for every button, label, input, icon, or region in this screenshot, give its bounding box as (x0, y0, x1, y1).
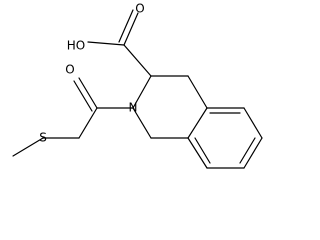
bond-c6-to-c7 (243, 137, 263, 169)
structure-diagram: HO O O N S (12, 2, 263, 169)
atom-label-nitrogen: N (129, 101, 138, 115)
molecule-canvas: HO O O N S (12, 1, 263, 169)
bond-carboxyl-c-to-ho (87, 41, 125, 46)
bond-n-to-c1 (132, 107, 152, 139)
bond-s-to-methyl (12, 137, 44, 157)
bond-c5-to-c6 (243, 107, 263, 139)
aromatic-inner-c8-c8a (194, 137, 211, 164)
bond-amide-carbon-to-o-b (73, 80, 93, 112)
bond-amide-carbon-to-ch2 (78, 107, 98, 139)
bond-amide-carbon-to-o-a (78, 77, 98, 109)
bond-c3-to-n (132, 75, 152, 109)
atom-label-sulfur: S (39, 131, 47, 145)
bond-c4-to-c4a (187, 75, 208, 109)
atom-label-acid-oxygen: O (135, 2, 144, 16)
bond-carboxyl-c-to-o-a (123, 12, 139, 46)
bond-c8-to-c8a (187, 137, 208, 169)
bond-c8a-to-c4a (187, 107, 208, 139)
atom-label-amide-oxygen: O (65, 63, 74, 77)
aromatic-inner-c6-c7 (239, 137, 256, 164)
atom-label-ho: HO (67, 39, 85, 53)
bond-c3-carboxyl-carbon (123, 44, 152, 77)
bond-carboxyl-c-to-o-b (118, 9, 134, 43)
